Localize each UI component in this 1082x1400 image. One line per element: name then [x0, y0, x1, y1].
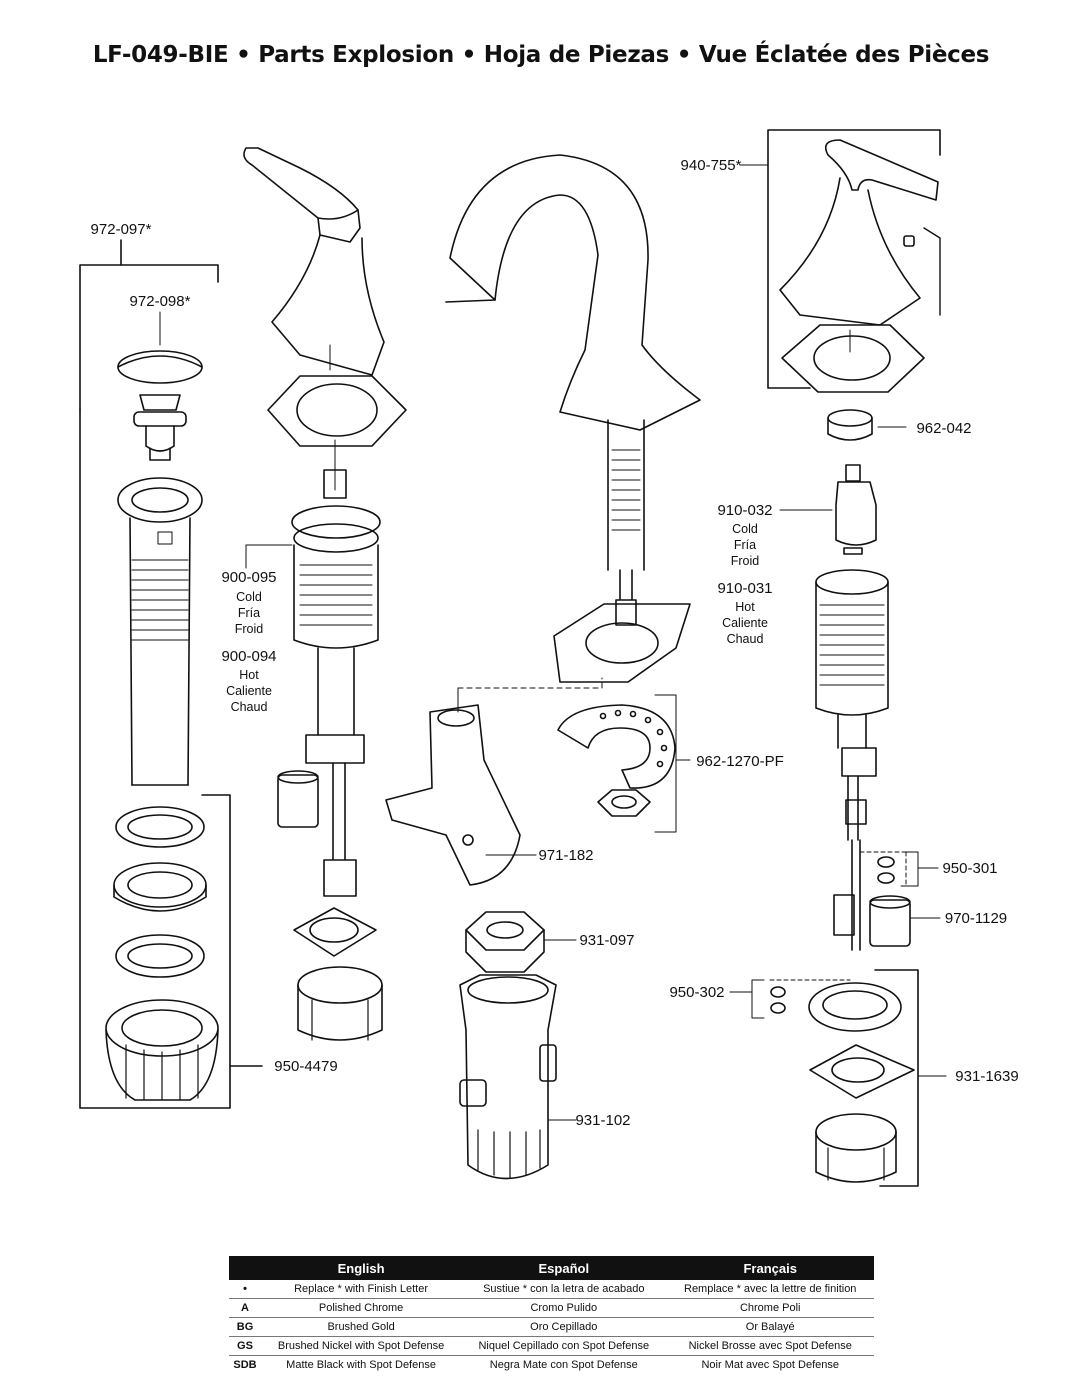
- label-910-032-froid: Froid: [731, 554, 760, 568]
- label-900-094-chaud: Chaud: [231, 700, 268, 714]
- label-972-098: 972-098*: [130, 293, 191, 310]
- drain-body-icon: [117, 477, 203, 786]
- legend-row: A Polished Chrome Cromo Pulido Chrome Po…: [229, 1298, 874, 1318]
- left-valve-body-icon: [291, 469, 381, 897]
- label-900-094-caliente: Caliente: [226, 684, 272, 698]
- parts-explosion-drawing: 972-097* 972-098* 900-095 Cold Fría Froi…: [79, 129, 1019, 1187]
- label-910-032: 910-032: [717, 502, 772, 519]
- label-950-4479: 950-4479: [274, 1058, 337, 1075]
- right-escutcheon-icon: [781, 324, 925, 393]
- legend-espanol: Cromo Pulido: [461, 1298, 667, 1318]
- spout-icon: [445, 154, 701, 626]
- right-valve-body-icon: [815, 569, 889, 951]
- o-rings-950-302-icon: [729, 979, 851, 1019]
- o-rings-950-301-icon: [859, 851, 939, 887]
- legend-english: Replace * with Finish Letter: [294, 1283, 429, 1295]
- label-931-097: 931-097: [579, 932, 634, 949]
- page-title: LF-049-BIE • Parts Explosion • Hoja de P…: [92, 42, 990, 68]
- label-910-031-hot: Hot: [735, 600, 755, 614]
- legend-header-francais: Français: [666, 1256, 874, 1280]
- label-940-755: 940-755*: [681, 157, 742, 174]
- hex-coupling-icon: [465, 911, 545, 973]
- label-910-032-cold: Cold: [732, 522, 758, 536]
- adapter-962-042-icon: [827, 409, 873, 441]
- drain-bracket: [79, 239, 263, 1109]
- label-900-095-cold: Cold: [236, 590, 262, 604]
- drain-stopper-icon: [117, 311, 203, 461]
- legend-francais: Remplace * avec la lettre de finition: [684, 1283, 857, 1295]
- legend-english: Brushed Gold: [261, 1317, 462, 1337]
- label-900-095: 900-095: [221, 569, 276, 586]
- legend-header-espanol: Español: [461, 1256, 667, 1280]
- right-locknut-icon: [815, 1113, 897, 1183]
- label-900-095-fria: Fría: [238, 606, 260, 620]
- label-931-102: 931-102: [575, 1112, 630, 1129]
- label-970-1129: 970-1129: [945, 910, 1007, 927]
- legend-english: Matte Black with Spot Defense: [261, 1355, 462, 1374]
- right-handle-icon: [779, 139, 941, 326]
- filter-body-icon: [459, 974, 557, 1180]
- label-950-302: 950-302: [669, 984, 724, 1001]
- slotted-washer-icon: [557, 704, 676, 789]
- label-962-1270-pf: 962-1270-PF: [696, 753, 784, 770]
- spout-escutcheon-icon: [553, 603, 691, 683]
- label-950-301: 950-301: [942, 860, 997, 877]
- label-931-1639: 931-1639: [955, 1068, 1018, 1085]
- legend-code: •: [243, 1283, 247, 1295]
- label-910-031-caliente: Caliente: [722, 616, 768, 630]
- label-910-032-fria: Fría: [734, 538, 756, 552]
- adapter-970-1129-icon: [869, 895, 911, 947]
- legend-francais: Or Balayé: [666, 1317, 874, 1337]
- legend-code: A: [229, 1298, 261, 1318]
- label-910-031-chaud: Chaud: [727, 632, 764, 646]
- label-972-097: 972-097*: [91, 221, 152, 238]
- right-handle-bracket: [739, 129, 941, 389]
- left-escutcheon-icon: [267, 375, 407, 447]
- left-locknut-icon: [297, 966, 383, 1041]
- hex-nut-icon: [597, 789, 651, 817]
- legend-francais: Chrome Poli: [666, 1298, 874, 1318]
- legend-english: Brushed Nickel with Spot Defense: [261, 1336, 462, 1356]
- label-900-094: 900-094: [221, 648, 276, 665]
- left-gasket-icon: [293, 907, 377, 957]
- legend-code: BG: [229, 1317, 261, 1337]
- finish-legend-table: English Español Français • Replace * wit…: [229, 1256, 874, 1374]
- legend-espanol: Oro Cepillado: [461, 1317, 667, 1337]
- legend-francais: Nickel Brosse avec Spot Defense: [666, 1336, 874, 1356]
- cartridge-icon: [835, 464, 877, 555]
- label-900-095-froid: Froid: [235, 622, 264, 636]
- drain-gaskets-icon: [113, 806, 207, 978]
- legend-header-code: [229, 1256, 261, 1280]
- legend-espanol: Sustiue * con la letra de acabado: [483, 1283, 645, 1295]
- legend-espanol: Negra Mate con Spot Defense: [461, 1355, 667, 1374]
- legend-row: • Replace * with Finish Letter Sustiue *…: [229, 1280, 874, 1299]
- label-910-031: 910-031: [717, 580, 772, 597]
- right-gaskets-icon: [808, 982, 915, 1099]
- legend-row: GS Brushed Nickel with Spot Defense Niqu…: [229, 1336, 874, 1356]
- legend-english: Polished Chrome: [261, 1298, 462, 1318]
- legend-code: GS: [229, 1336, 261, 1356]
- drain-nut-icon: [105, 999, 219, 1101]
- legend-code: SDB: [229, 1355, 261, 1374]
- legend-row: BG Brushed Gold Oro Cepillado Or Balayé: [229, 1317, 874, 1337]
- label-962-042: 962-042: [916, 420, 971, 437]
- left-adapter-icon: [277, 770, 319, 828]
- left-handle-icon: [243, 147, 385, 376]
- legend-header-english: English: [261, 1256, 462, 1280]
- right-mounting-bracket: [874, 969, 947, 1187]
- label-971-182: 971-182: [538, 847, 593, 864]
- legend-row: SDB Matte Black with Spot Defense Negra …: [229, 1355, 874, 1374]
- legend-espanol: Niquel Cepillado con Spot Defense: [461, 1336, 667, 1356]
- legend-header-row: English Español Français: [229, 1256, 874, 1280]
- mounting-bracket-icon: [385, 704, 521, 886]
- legend-francais: Noir Mat avec Spot Defense: [666, 1355, 874, 1374]
- label-900-094-hot: Hot: [239, 668, 259, 682]
